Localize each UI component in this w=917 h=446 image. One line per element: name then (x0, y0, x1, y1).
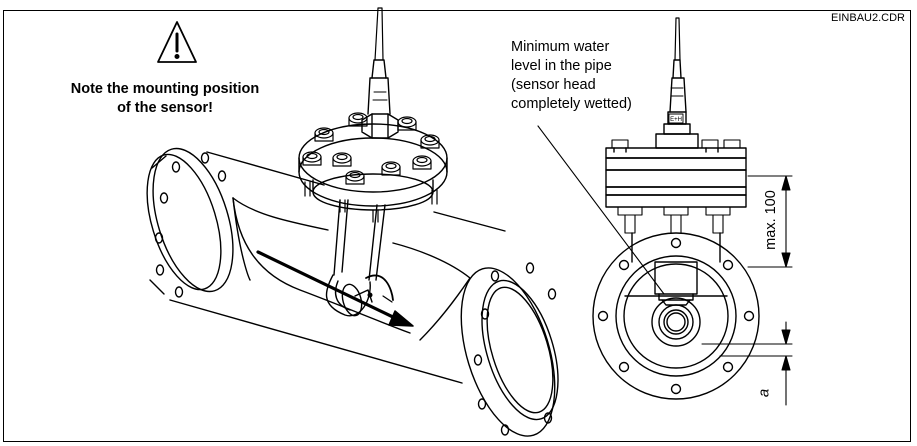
front-flange-assembly (605, 17, 747, 234)
front-view-bolt-holes (597, 237, 755, 395)
callout-leader (537, 125, 665, 295)
callout-line-3: (sensor head (511, 77, 596, 93)
dimension-a-label: a (755, 388, 773, 398)
left-flange-bolt-holes (154, 152, 227, 298)
callout-line-2: level in the pipe (511, 58, 612, 74)
pipe-perspective-view (146, 147, 559, 437)
dimension-max-label: max. 100 (763, 190, 779, 250)
dimension-max-100 (747, 175, 793, 268)
warning-triangle-icon (157, 21, 197, 63)
water-level-callout: Minimum water level in the pipe (sensor … (511, 38, 632, 114)
mounting-note: Note the mounting position of the sensor… (30, 80, 300, 118)
callout-line-1: Minimum water (511, 39, 610, 55)
diagram-frame (3, 10, 911, 442)
mounting-note-line-1: Note the mounting position (70, 81, 260, 97)
right-angle-icon (354, 274, 394, 303)
mounting-note-line-2: of the sensor! (117, 100, 213, 116)
pipe-front-view (592, 232, 760, 400)
sensor-stem (325, 199, 386, 317)
sensor-flange-assembly (298, 7, 448, 223)
sensor-badge: E+H (670, 117, 682, 123)
callout-line-4: completely wetted) (511, 96, 632, 112)
file-label: EINBAU2.CDR (831, 12, 905, 24)
flow-direction-arrow (256, 250, 414, 327)
right-flange-bolt-holes (473, 262, 557, 436)
dimension-a (701, 321, 793, 406)
flange-bolts (302, 112, 440, 185)
